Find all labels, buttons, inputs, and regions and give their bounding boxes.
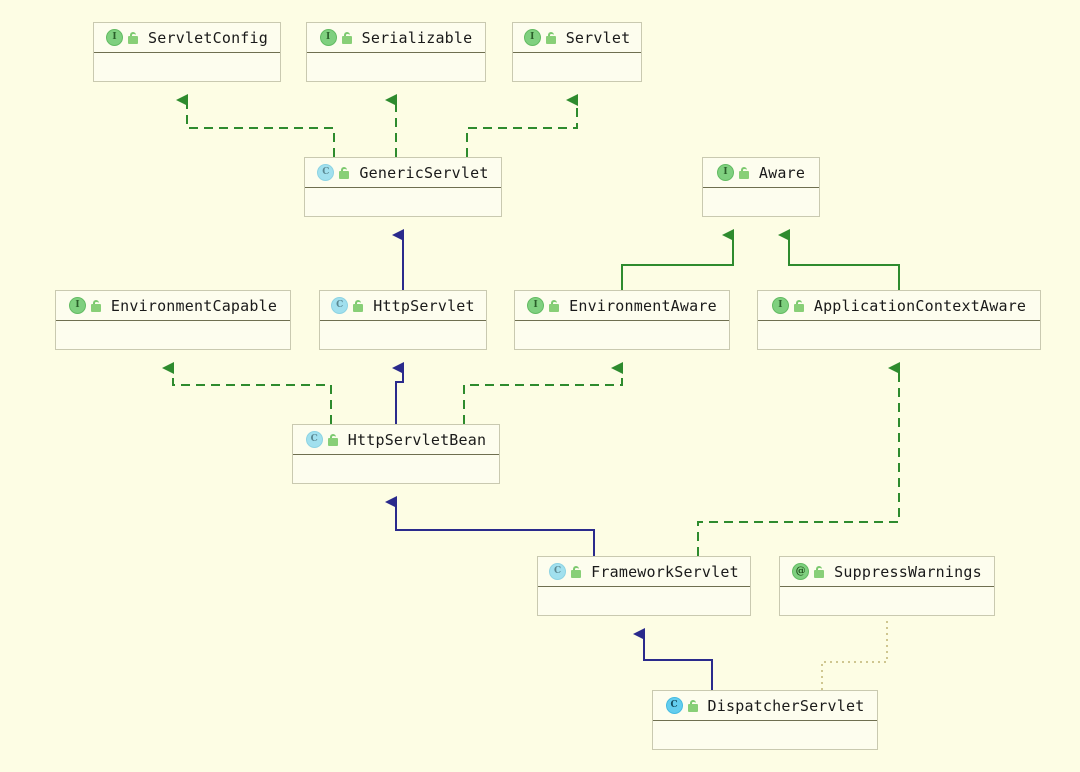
uml-node-suppresswarnings[interactable]: @ SuppressWarnings (779, 556, 995, 616)
uml-node-title-row: C DispatcherServlet (653, 691, 877, 721)
uml-node-genericservlet[interactable]: C GenericServlet (304, 157, 502, 217)
annotation-icon: @ (792, 563, 810, 580)
uml-node-aware[interactable]: I Aware (702, 157, 820, 217)
uml-node-members (305, 188, 501, 216)
public-lock-icon (545, 31, 557, 44)
edge-extends-environmentaware-aware (621, 229, 734, 290)
edge-extends-httpservletbean-httpservlet (392, 362, 404, 424)
uml-node-name: SuppressWarnings (834, 562, 982, 581)
uml-node-name: HttpServlet (373, 296, 475, 315)
uml-node-applicationcontextaware[interactable]: I ApplicationContextAware (757, 290, 1041, 350)
uml-node-serializable[interactable]: I Serializable (306, 22, 486, 82)
uml-node-members (56, 321, 290, 349)
public-lock-icon (90, 299, 102, 312)
public-lock-icon (738, 166, 750, 179)
uml-node-members (320, 321, 486, 349)
public-lock-icon (339, 166, 350, 179)
edge-implements-httpservletbean-environmentcapable (162, 362, 332, 424)
edge-implements-httpservletbean-environmentaware (463, 362, 623, 424)
public-lock-icon (793, 299, 805, 312)
public-lock-icon (341, 31, 353, 44)
uml-node-dispatcherservlet[interactable]: C DispatcherServlet (652, 690, 878, 750)
uml-node-members (703, 188, 819, 216)
uml-node-members (293, 455, 499, 483)
uml-node-name: Serializable (361, 28, 473, 47)
edge-implements-genericservlet-servlet (466, 94, 578, 157)
uml-node-members (94, 53, 280, 81)
public-lock-icon (814, 565, 825, 578)
uml-node-name: DispatcherServlet (707, 696, 865, 715)
edge-implements-genericservlet-servletconfig (176, 94, 335, 157)
interface-icon: I (771, 297, 789, 314)
public-lock-icon (687, 699, 699, 712)
uml-node-members (538, 587, 750, 615)
edge-extends-frameworkservlet-httpservletbean (385, 496, 595, 556)
uml-node-title-row: C GenericServlet (305, 158, 501, 188)
class-icon: C (305, 431, 323, 448)
public-lock-icon (549, 299, 560, 312)
uml-node-members (513, 53, 641, 81)
uml-node-title-row: C HttpServlet (320, 291, 486, 321)
uml-node-title-row: C FrameworkServlet (538, 557, 750, 587)
uml-node-name: Servlet (565, 28, 631, 47)
class-icon: C (331, 297, 349, 314)
uml-node-title-row: I ApplicationContextAware (758, 291, 1040, 321)
class-icon: C (665, 697, 683, 714)
edge-extends-dispatcherservlet-frameworkservlet (633, 628, 713, 690)
uml-node-members (758, 321, 1040, 349)
interface-icon: I (68, 297, 86, 314)
uml-node-members (653, 721, 877, 749)
uml-node-title-row: I EnvironmentCapable (56, 291, 290, 321)
edge-extends-applicationcontextaware-aware (778, 229, 900, 290)
uml-node-name: HttpServletBean (347, 430, 487, 449)
public-lock-icon (353, 299, 364, 312)
edge-annotation-dispatcherservlet-suppresswarnings (821, 620, 888, 690)
uml-node-title-row: I Aware (703, 158, 819, 188)
interface-icon: I (319, 29, 337, 46)
uml-node-frameworkservlet[interactable]: C FrameworkServlet (537, 556, 751, 616)
uml-node-environmentcapable[interactable]: I EnvironmentCapable (55, 290, 291, 350)
interface-icon: I (106, 29, 123, 46)
uml-node-httpservletbean[interactable]: C HttpServletBean (292, 424, 500, 484)
uml-node-servlet[interactable]: I Servlet (512, 22, 642, 82)
edge-implements-frameworkservlet-applicationcontextaware (697, 362, 900, 556)
uml-node-servletconfig[interactable]: I ServletConfig (93, 22, 281, 82)
uml-node-name: EnvironmentCapable (110, 296, 278, 315)
uml-node-title-row: @ SuppressWarnings (780, 557, 994, 587)
interface-icon: I (527, 297, 545, 314)
class-icon: C (549, 563, 567, 580)
uml-node-title-row: I Servlet (513, 23, 641, 53)
public-lock-icon (327, 433, 339, 446)
uml-node-members (515, 321, 729, 349)
public-lock-icon (128, 31, 139, 44)
uml-node-httpservlet[interactable]: C HttpServlet (319, 290, 487, 350)
uml-node-name: ServletConfig (148, 28, 268, 47)
uml-node-title-row: I EnvironmentAware (515, 291, 729, 321)
uml-node-members (780, 587, 994, 615)
uml-node-title-row: I ServletConfig (94, 23, 280, 53)
uml-node-members (307, 53, 485, 81)
uml-node-title-row: C HttpServletBean (293, 425, 499, 455)
uml-node-name: EnvironmentAware (569, 296, 717, 315)
uml-node-title-row: I Serializable (307, 23, 485, 53)
uml-node-name: GenericServlet (359, 163, 489, 182)
public-lock-icon (571, 565, 582, 578)
interface-icon: I (523, 29, 541, 46)
uml-node-name: Aware (758, 163, 806, 182)
class-icon: C (317, 164, 335, 181)
uml-node-name: ApplicationContextAware (813, 296, 1027, 315)
uml-node-name: FrameworkServlet (591, 562, 739, 581)
uml-node-environmentaware[interactable]: I EnvironmentAware (514, 290, 730, 350)
interface-icon: I (716, 164, 734, 181)
